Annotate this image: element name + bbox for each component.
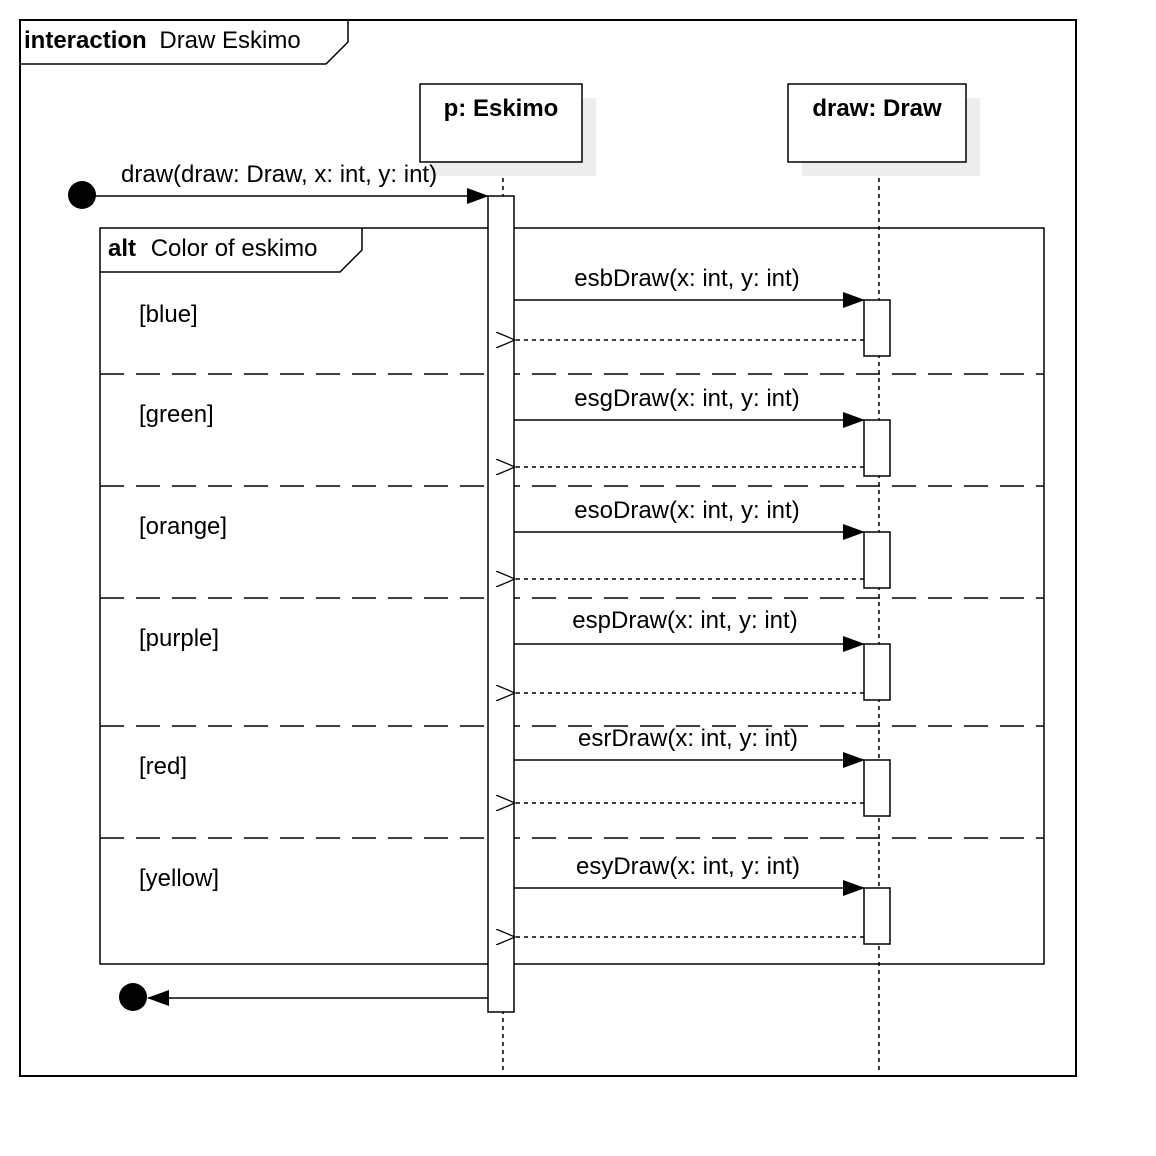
lifeline-head-eskimo: p: Eskimo [419, 83, 596, 176]
call-label: esoDraw(x: int, y: int) [574, 497, 799, 524]
interaction-frame: interaction Draw Eskimo [19, 19, 1077, 1077]
activation-bar-draw [863, 887, 891, 945]
call-label: esbDraw(x: int, y: int) [574, 265, 799, 292]
call-label: esgDraw(x: int, y: int) [574, 385, 799, 412]
guard-label: [yellow] [139, 865, 219, 892]
svg-text:alt Color of eskimo: alt Color of eskimo [108, 235, 317, 262]
alt-fragment: alt Color of eskimo [99, 227, 1045, 965]
svg-text:interaction Draw Eskimo: interaction Draw Eskimo [24, 27, 301, 54]
lost-message-end-dot [119, 983, 147, 1011]
lost-message [119, 983, 488, 1011]
call-label: esrDraw(x: int, y: int) [578, 725, 798, 752]
activation-bar-draw [863, 759, 891, 817]
activation-bar-draw [863, 531, 891, 589]
guard-label: [orange] [139, 513, 227, 540]
activation-bar-eskimo [487, 195, 515, 1013]
activation-bar-draw [863, 299, 891, 357]
operand-yellow: [yellow] esyDraw(x: int, y: int) [139, 853, 891, 945]
lifeline-label-draw: draw: Draw [812, 95, 942, 122]
operand-red: [red] esrDraw(x: int, y: int) [139, 725, 891, 817]
activation-bar-draw [863, 643, 891, 701]
guard-label: [purple] [139, 625, 219, 652]
call-label: espDraw(x: int, y: int) [572, 607, 797, 634]
lifeline-head-draw: draw: Draw [787, 83, 980, 176]
guard-label: [blue] [139, 301, 198, 328]
operand-orange: [orange] esoDraw(x: int, y: int) [139, 497, 891, 589]
found-message-label: draw(draw: Draw, x: int, y: int) [121, 161, 437, 188]
operand-purple: [purple] espDraw(x: int, y: int) [139, 607, 891, 701]
guard-label: [red] [139, 753, 187, 780]
found-message-start-dot [68, 181, 96, 209]
found-message: draw(draw: Draw, x: int, y: int) [68, 161, 489, 209]
alt-keyword: alt [108, 235, 136, 262]
frame-name: Draw Eskimo [159, 27, 300, 54]
call-label: esyDraw(x: int, y: int) [576, 853, 800, 880]
lifeline-label-eskimo: p: Eskimo [444, 95, 559, 122]
alt-name: Color of eskimo [151, 235, 318, 262]
guard-label: [green] [139, 401, 214, 428]
operand-green: [green] esgDraw(x: int, y: int) [139, 385, 891, 477]
frame-keyword: interaction [24, 27, 147, 54]
operand-blue: [blue] esbDraw(x: int, y: int) [139, 265, 891, 357]
activation-bar-draw [863, 419, 891, 477]
